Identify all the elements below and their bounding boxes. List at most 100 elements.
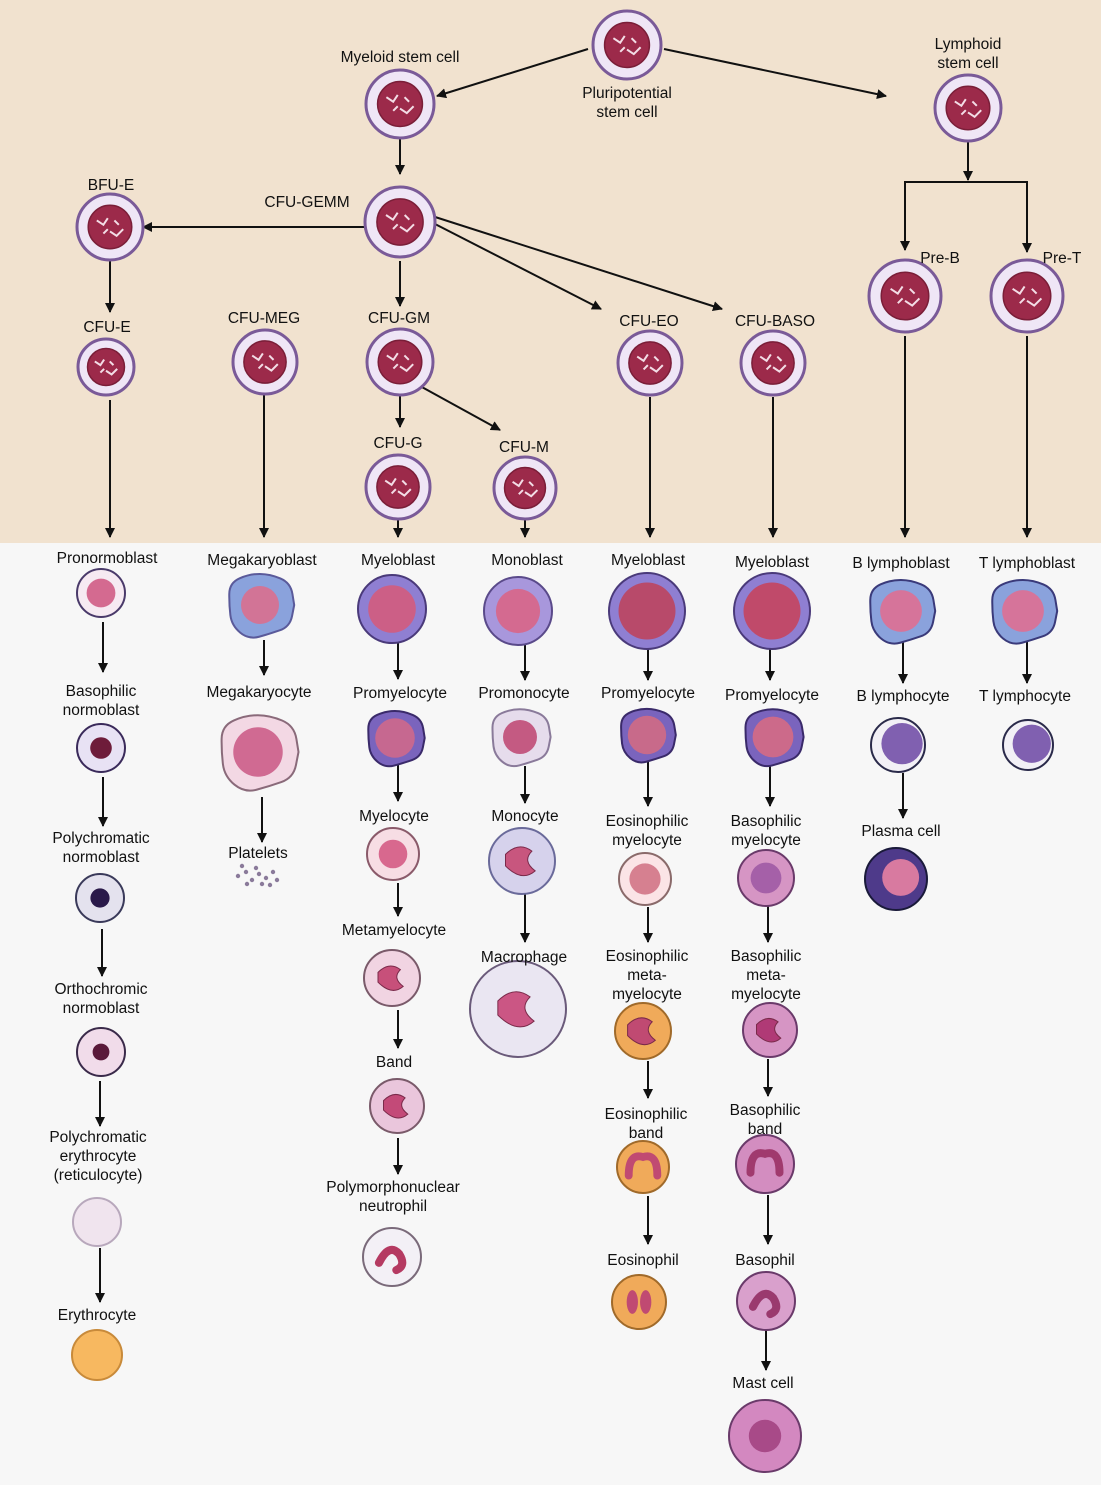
stem-cell-cfu-gemm xyxy=(365,187,435,257)
label-lymphoid-stem-cell: Lymphoid stem cell xyxy=(935,35,1002,73)
label-megakaryoblast: Megakaryoblast xyxy=(207,551,316,570)
label-myeloid-stem-cell: Myeloid stem cell xyxy=(341,48,460,67)
label-cfu-e: CFU-E xyxy=(83,318,130,337)
label-metamyelocyte: Metamyelocyte xyxy=(342,921,446,940)
label-cfu-meg: CFU-MEG xyxy=(228,309,300,328)
cell-myeloblast-basophil xyxy=(734,573,810,649)
label-cfu-m: CFU-M xyxy=(499,438,549,457)
stem-cell-cfu-baso xyxy=(741,331,805,395)
cell-megakaryocyte xyxy=(222,715,299,790)
cell-monoblast xyxy=(484,577,552,645)
label-pre-b: Pre-B xyxy=(920,249,960,268)
cell-basophilic-metamyelocyte xyxy=(743,1003,797,1057)
cell-megakaryoblast xyxy=(229,574,294,638)
label-myelocyte: Myelocyte xyxy=(359,807,429,826)
label-erythrocyte: Erythrocyte xyxy=(58,1306,136,1325)
cell-polychromatic-erythrocyte xyxy=(73,1198,121,1246)
cell-basophilic-normoblast xyxy=(77,724,125,772)
cell-mast-cell xyxy=(729,1400,801,1472)
label-bfu-e: BFU-E xyxy=(88,176,135,195)
stem-cell-pre-t xyxy=(991,260,1063,332)
cell-basophilic-myelocyte xyxy=(738,850,794,906)
label-basophil: Basophil xyxy=(735,1251,794,1270)
cell-metamyelocyte xyxy=(364,950,420,1006)
stem-cell-cfu-gm xyxy=(367,329,433,395)
label-monocyte: Monocyte xyxy=(491,807,558,826)
label-macrophage: Macrophage xyxy=(481,948,567,967)
label-mast-cell: Mast cell xyxy=(732,1374,793,1393)
cell-t-lymphoblast xyxy=(992,580,1057,644)
label-cfu-g: CFU-G xyxy=(373,434,422,453)
label-polychromatic-erythrocyte: Polychromatic erythrocyte (reticulocyte) xyxy=(49,1128,146,1185)
cell-promyelocyte-basophil xyxy=(745,709,803,766)
label-basophilic-metamyelocyte: Basophilic meta- myelocyte xyxy=(731,947,802,1004)
label-eosinophilic-metamyelocyte: Eosinophilic meta- myelocyte xyxy=(606,947,689,1004)
stem-cell-cfu-m xyxy=(494,457,556,519)
label-polymorphonuclear-neutrophil: Polymorphonuclear neutrophil xyxy=(326,1178,460,1216)
cell-promyelocyte-eosinophil xyxy=(621,709,676,763)
cell-monocyte xyxy=(489,828,555,894)
cell-eosinophil xyxy=(612,1275,666,1329)
cell-promyelocyte-neutrophil xyxy=(368,711,424,766)
label-myeloblast-eosinophil: Myeloblast xyxy=(611,551,685,570)
label-platelets: Platelets xyxy=(228,844,287,863)
label-cfu-gemm: CFU-GEMM xyxy=(264,193,349,212)
cell-myelocyte xyxy=(367,828,419,880)
label-orthochromic-normoblast: Orthochromic normoblast xyxy=(54,980,147,1018)
label-pre-t: Pre-T xyxy=(1043,249,1082,268)
cell-eosinophilic-metamyelocyte xyxy=(615,1003,671,1059)
cell-macrophage xyxy=(470,961,566,1057)
cell-eosinophilic-band xyxy=(617,1141,669,1193)
label-promyelocyte-neutrophil: Promyelocyte xyxy=(353,684,447,703)
label-cfu-gm: CFU-GM xyxy=(368,309,430,328)
cell-myeloblast-neutrophil xyxy=(358,575,426,643)
label-basophilic-normoblast: Basophilic normoblast xyxy=(63,682,140,720)
stem-cell-cfu-eo xyxy=(618,331,682,395)
cell-band xyxy=(370,1079,424,1133)
label-promyelocyte-basophil: Promyelocyte xyxy=(725,686,819,705)
label-eosinophilic-band: Eosinophilic band xyxy=(605,1105,688,1143)
cell-eosinophilic-myelocyte xyxy=(619,853,671,905)
stem-cell-pluripotential xyxy=(593,11,661,79)
stem-cell-cfu-g xyxy=(366,455,430,519)
stem-cell-bfu-e xyxy=(77,194,143,260)
label-cfu-eo: CFU-EO xyxy=(619,312,678,331)
label-cfu-baso: CFU-BASO xyxy=(735,312,815,331)
cell-erythrocyte xyxy=(72,1330,122,1380)
label-t-lymphoblast: T lymphoblast xyxy=(979,554,1075,573)
label-promyelocyte-eosinophil: Promyelocyte xyxy=(601,684,695,703)
label-basophilic-band: Basophilic band xyxy=(730,1101,801,1139)
top-background xyxy=(0,0,1101,543)
label-pronormoblast: Pronormoblast xyxy=(57,549,158,568)
cell-plasma-cell xyxy=(865,848,927,910)
stem-cell-cfu-e xyxy=(78,339,134,395)
cell-basophil xyxy=(737,1272,795,1330)
label-b-lymphoblast: B lymphoblast xyxy=(852,554,949,573)
cell-orthochromic-normoblast xyxy=(77,1028,125,1076)
cell-polymorphonuclear-neutrophil xyxy=(363,1228,421,1286)
cell-myeloblast-eosinophil xyxy=(609,573,685,649)
stem-cell-myeloid-stem xyxy=(366,70,434,138)
label-eosinophil: Eosinophil xyxy=(607,1251,679,1270)
label-basophilic-myelocyte: Basophilic myelocyte xyxy=(731,812,802,850)
label-polychromatic-normoblast: Polychromatic normoblast xyxy=(52,829,149,867)
label-eosinophilic-myelocyte: Eosinophilic myelocyte xyxy=(606,812,689,850)
cell-basophilic-band xyxy=(736,1135,794,1193)
stem-cell-cfu-meg xyxy=(233,330,297,394)
cell-b-lymphoblast xyxy=(870,580,935,644)
cell-promonocyte xyxy=(492,709,550,766)
label-megakaryocyte: Megakaryocyte xyxy=(206,683,311,702)
cell-b-lymphocyte xyxy=(871,718,925,772)
label-myeloblast-neutrophil: Myeloblast xyxy=(361,551,435,570)
cell-polychromatic-normoblast xyxy=(76,874,124,922)
label-pluripotential-stem-cell: Pluripotential stem cell xyxy=(582,84,672,122)
stem-cell-lymphoid-stem xyxy=(935,75,1001,141)
label-t-lymphocyte: T lymphocyte xyxy=(979,687,1071,706)
label-band: Band xyxy=(376,1053,412,1072)
label-promonocyte: Promonocyte xyxy=(478,684,569,703)
label-myeloblast-basophil: Myeloblast xyxy=(735,553,809,572)
label-plasma-cell: Plasma cell xyxy=(861,822,940,841)
label-b-lymphocyte: B lymphocyte xyxy=(856,687,949,706)
